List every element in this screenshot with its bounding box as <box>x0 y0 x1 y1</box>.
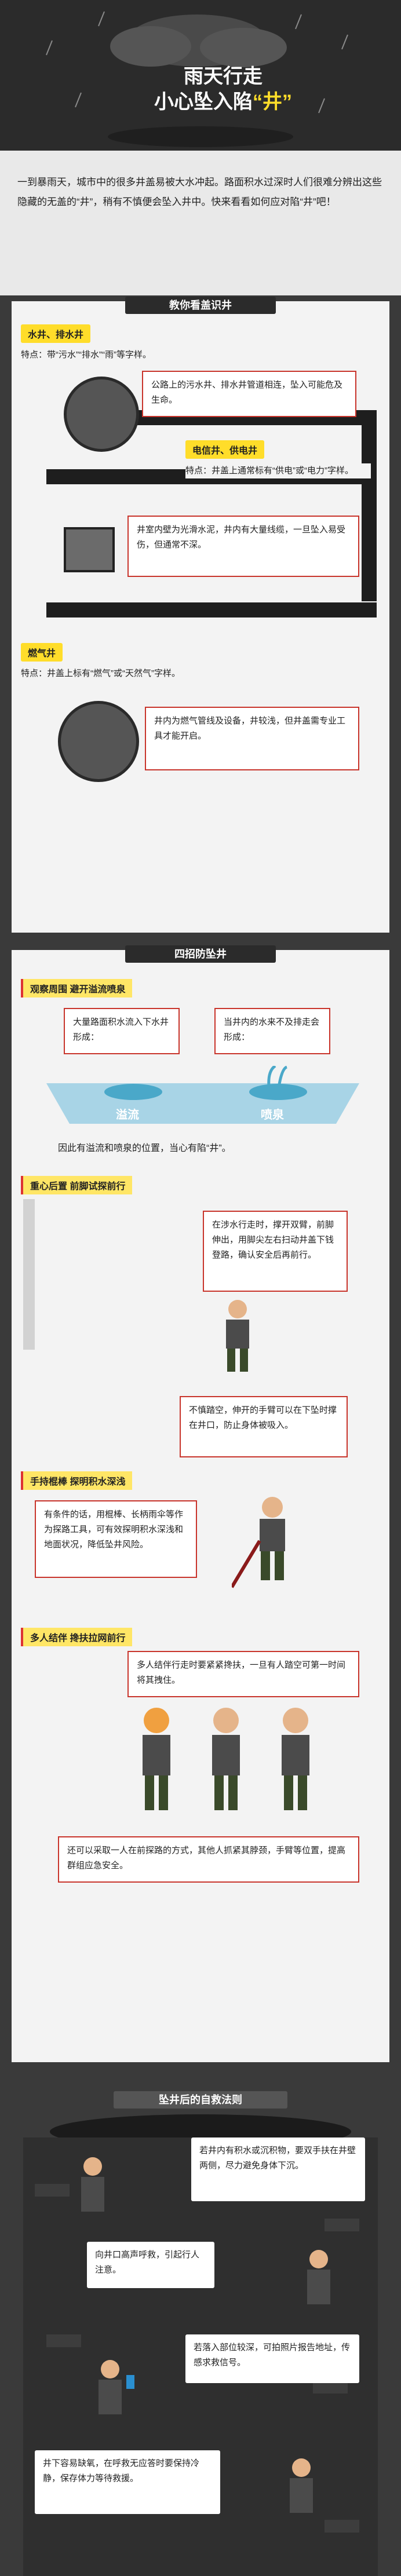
lead-walk-card: 还可以采取一人在前探路的方式，其他人抓紧其脖颈，手臂等位置，提高群组应急安全。 <box>58 1836 359 1883</box>
hero-title: 雨天行走 小心坠入陷“井” <box>145 64 301 115</box>
rescue-card-4: 井下容易缺氧，在呼救无应答时要保持冷静，保存体力等待救援。 <box>35 2450 220 2514</box>
overflow-note: 因此有溢流和喷泉的位置，当心有陷“井”。 <box>58 1143 231 1153</box>
test-step-card: 在涉水行走时，撑开双臂，前脚伸出，用脚尖左右扫动井盖下钱登路，确认安全后再前行。 <box>203 1211 348 1292</box>
person-in-well-icon <box>81 2157 104 2212</box>
section2-banner: 四招防坠井 <box>125 945 276 963</box>
tag-group-walk: 多人结伴 搀扶拉网前行 <box>21 1628 133 1646</box>
fountain-card: 当井内的水来不及排走会形成： <box>214 1008 330 1054</box>
intro-panel: 一到暴雨天，城市中的很多井盖易被大水冲起。路面积水过深时人们很难分辨出这些隐藏的… <box>0 151 401 295</box>
label-overflow: 溢流 <box>116 1109 139 1121</box>
hero-title-line2-wrap: 小心坠入陷“井” <box>145 89 301 115</box>
rescue-card-2: 向井口高声呼救，引起行人注意。 <box>87 2242 214 2288</box>
hero-banner: 雨天行走 小心坠入陷“井” <box>0 0 401 151</box>
section-prevent-falling: 四招防坠井 观察周围 避开溢流喷泉 大量路面积水流入下水井形成： 当井内的水来不… <box>12 945 389 2062</box>
hero-title-line1: 雨天行走 <box>184 65 263 87</box>
tag-test-step: 重心后置 前脚试探前行 <box>21 1176 133 1194</box>
section-self-rescue: 坠井后的自救法则 若井内有积水或沉积物，要双手扶在井壁两侧，尽力避免身体下沉。 … <box>0 2080 401 2576</box>
person-with-umbrella-icon <box>232 1497 285 1588</box>
wall-left <box>23 1199 35 1350</box>
gas-well-card: 井内为燃气管线及设备，井较浅，但井盖需专业工具才能开启。 <box>145 707 359 770</box>
gas-manhole-icon <box>58 701 139 782</box>
group-walk-card: 多人结伴行走时要紧紧搀扶，一旦有人踏空可第一时间将其拽住。 <box>127 1651 359 1697</box>
tag-gas-well: 燃气井 <box>21 643 63 662</box>
section1-banner: 教你看盖识井 <box>125 297 276 314</box>
water-well-desc: 特点：带“污水”“排水”“雨”等字样。 <box>21 350 151 360</box>
telecom-well-desc: 特点：井盖上通常标有“供电”或“电力”字样。 <box>185 463 371 478</box>
use-stick-card: 有条件的话，用棍棒、长柄雨伞等作为探路工具，可有效探明积水深浅和地面状况，降低坠… <box>35 1500 197 1578</box>
tag-avoid-overflow: 观察周围 避开溢流喷泉 <box>21 979 133 997</box>
label-fountain: 喷泉 <box>261 1109 284 1121</box>
overflow-card: 大量路面积水流入下水井形成： <box>64 1008 180 1054</box>
section-identify-manholes: 教你看盖识井 水井、排水井 特点：带“污水”“排水”“雨”等字样。 公路上的污水… <box>12 297 389 933</box>
person-shouting-icon <box>307 2250 330 2304</box>
telecom-well-card: 井室内壁为光滑水泥，井内有大量线缆，一旦坠入易受伤，但通常不深。 <box>127 516 359 577</box>
water-well-card: 公路上的污水井、排水井管道相连，坠入可能危及生命。 <box>142 371 356 417</box>
section3-banner: 坠井后的自救法则 <box>114 2091 287 2109</box>
group-of-people-icon <box>143 1708 309 1810</box>
water-manhole-icon <box>64 377 139 452</box>
pipe-vertical-1 <box>362 410 377 601</box>
person-waiting-icon <box>290 2458 313 2513</box>
person-with-phone-icon <box>99 2360 134 2414</box>
walking-person-icon <box>226 1300 249 1372</box>
pipe-horizontal-3 <box>46 602 377 617</box>
gas-well-desc: 特点：井盖上标有“燃气”或“天然气”字样。 <box>21 668 180 678</box>
tag-use-stick: 手持棍棒 探明积水深浅 <box>21 1471 133 1490</box>
rescue-card-3: 若落入部位较深，可拍照片报告地址，传感求救信号。 <box>185 2334 359 2383</box>
telecom-manhole-icon <box>64 527 115 572</box>
intro-text: 一到暴雨天，城市中的很多井盖易被大水冲起。路面积水过深时人们很难分辨出这些隐藏的… <box>17 177 382 207</box>
hero-title-quote: “井” <box>253 91 292 113</box>
fall-brace-card: 不慎踏空，伸开的手臂可以在下坠时撑在井口，防止身体被吸入。 <box>180 1396 348 1457</box>
hero-title-line2: 小心坠入陷 <box>154 91 253 113</box>
tag-telecom-well: 电信井、供电井 <box>185 440 265 459</box>
rescue-card-1: 若井内有积水或沉积物，要双手扶在井壁两侧，尽力避免身体下沉。 <box>191 2137 365 2201</box>
overflow-fountain-illustration <box>46 1066 359 1124</box>
storm-cloud-illustration <box>46 11 348 147</box>
tag-water-well: 水井、排水井 <box>21 324 91 343</box>
